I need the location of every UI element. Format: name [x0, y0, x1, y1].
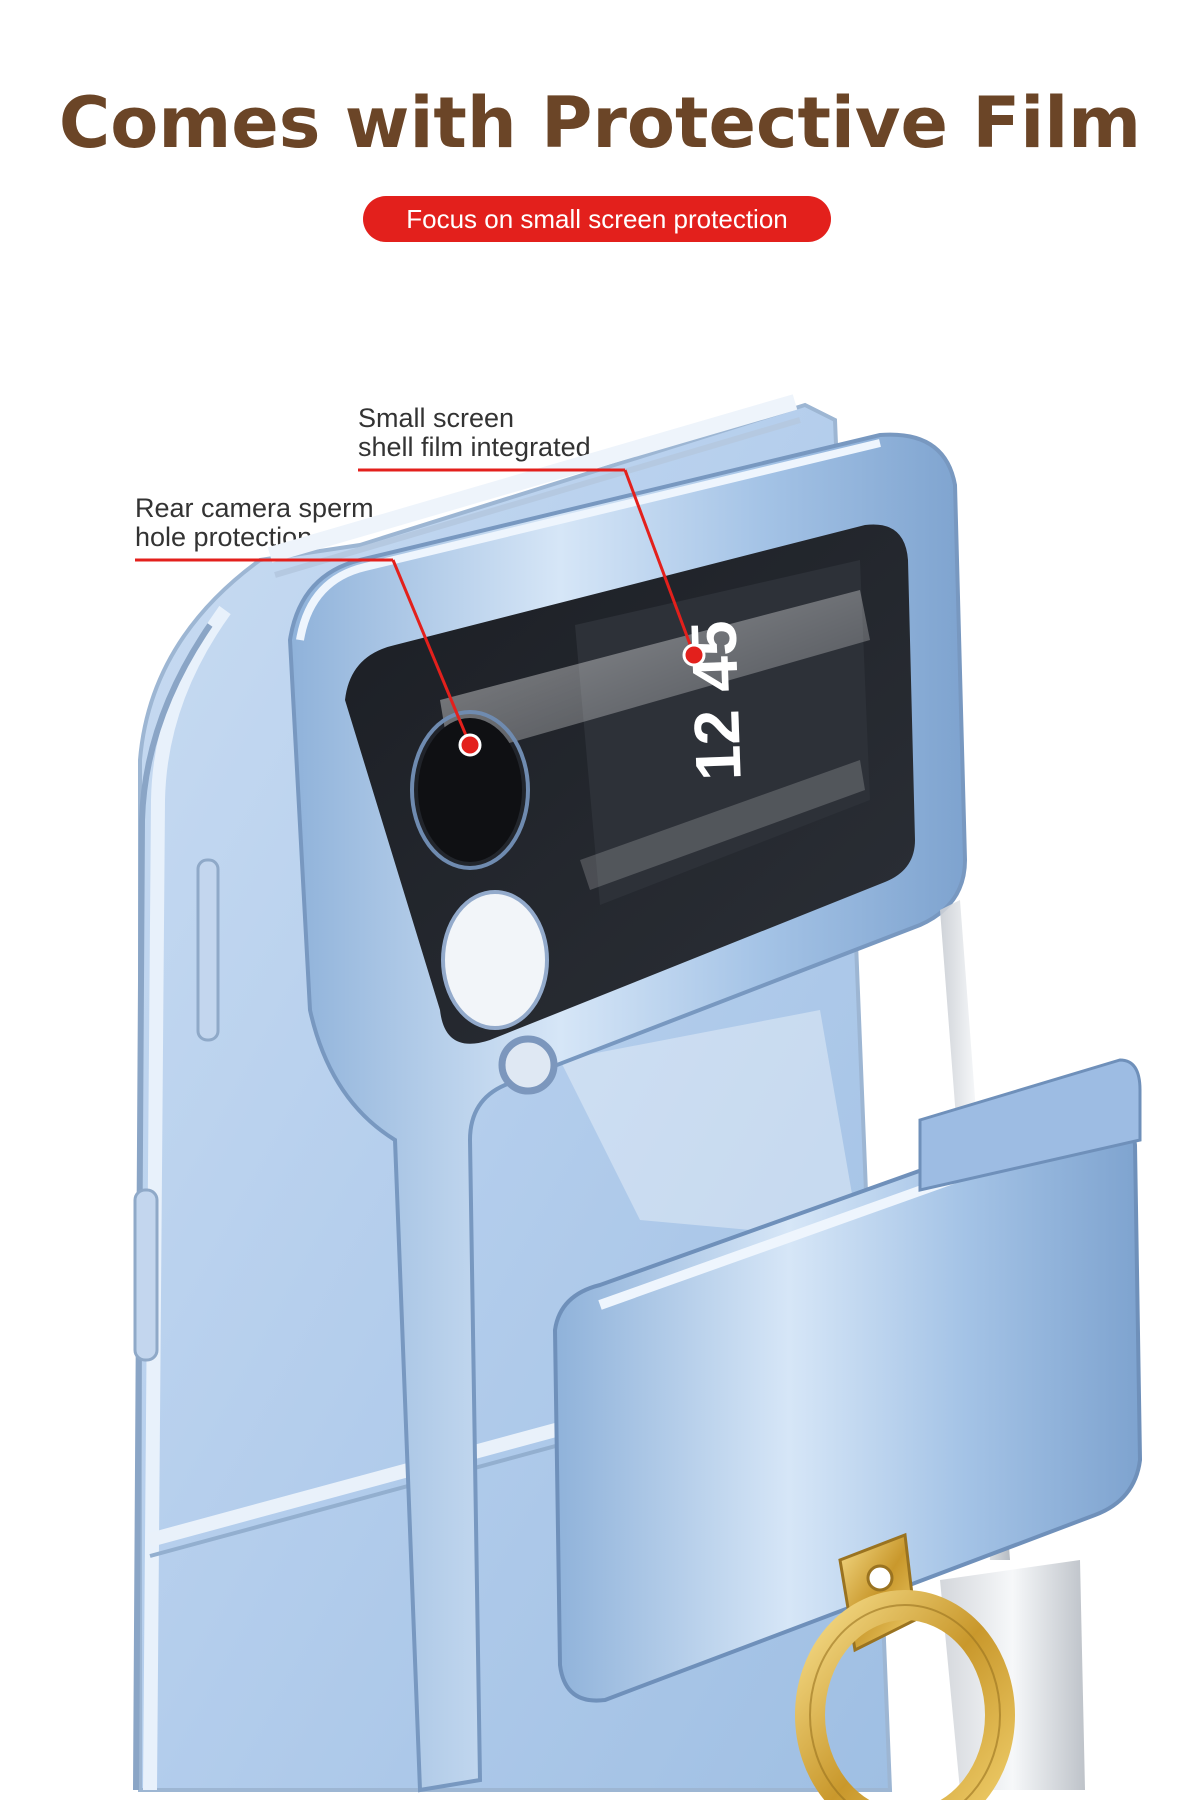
callout-leader-screen-film: [358, 468, 706, 667]
callout-camera-hole-line1: Rear camera sperm: [135, 493, 374, 523]
subtitle-badge: Focus on small screen protection: [363, 196, 831, 242]
camera-cutouts: [410, 710, 558, 1095]
page-title: Comes with Protective Film: [58, 82, 1142, 164]
hinge-bar: [552, 1058, 1143, 1703]
callout-camera-hole: Rear camera sperm hole protection: [135, 494, 374, 552]
camera-lens-bottom: [441, 890, 549, 1030]
callout-screen-film-line2: shell film integrated: [358, 432, 591, 462]
callout-screen-film-line1: Small screen: [358, 403, 515, 433]
callout-leader-camera-hole: [135, 558, 482, 757]
flash-ring: [498, 1035, 558, 1095]
callout-screen-film: Small screen shell film integrated: [358, 404, 591, 462]
ring-stand: [795, 1532, 1015, 1800]
camera-lens-top: [418, 718, 522, 862]
